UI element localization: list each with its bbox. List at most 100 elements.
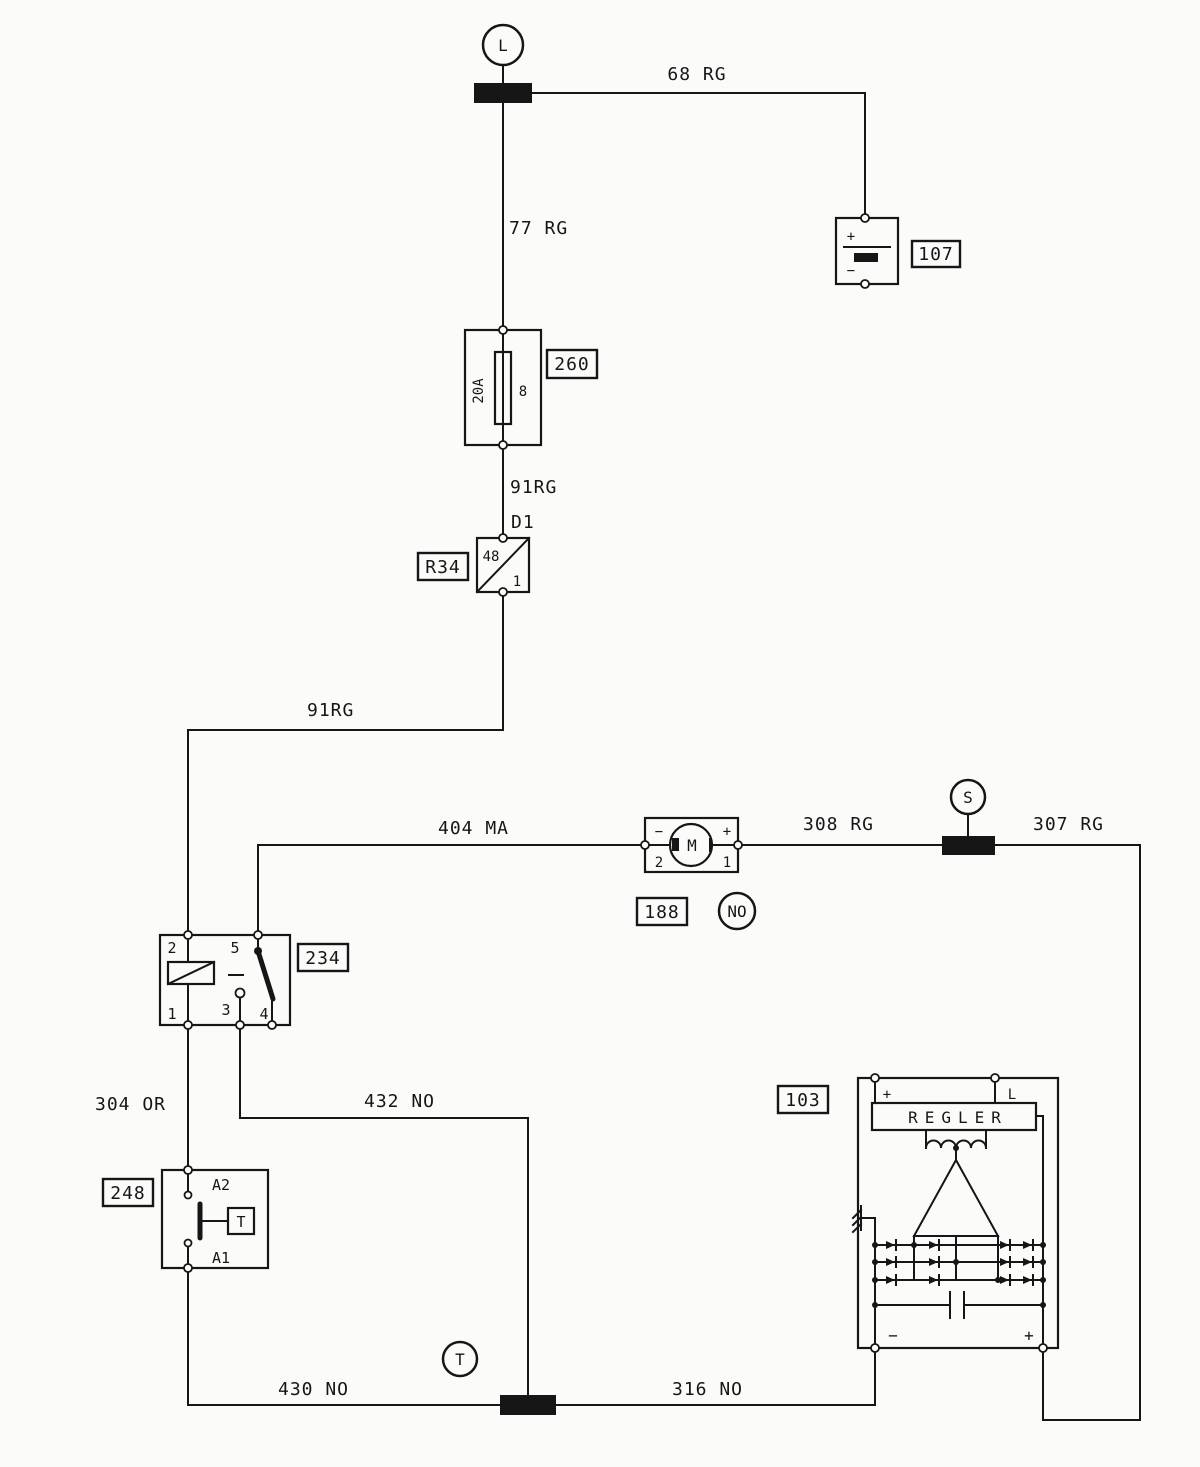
alt-bot-minus-label: − [888,1326,898,1345]
node-l-label: L [498,36,508,55]
label-d1: D1 [511,512,535,533]
label-91rg-lower: 91RG [307,700,354,721]
battery-terminal-top [860,213,870,223]
alt-terminal-top-right [990,1073,1000,1083]
label-307rg: 307 RG [1033,814,1104,835]
r34-terminal-bottom [498,587,508,597]
label-77rg: 77 RG [509,218,568,239]
component-relay-234: 2 5 1 3 4 234 [158,930,350,1030]
connector-pad-l [474,83,532,103]
r34-terminal-top [498,533,508,543]
node-no: NO [717,891,757,931]
alt-top-plus-label: + [883,1087,891,1103]
relay-terminal-1 [183,1020,193,1030]
relay-contact-blade [255,948,276,1002]
wire-432no [239,1028,529,1396]
ref-r34-box [416,551,470,582]
relay-terminal-4 [267,1020,277,1030]
alt-terminal-bottom-right [1038,1343,1048,1353]
node-s-circle [949,778,987,816]
wire-430no [187,1271,501,1406]
connector-pad-s [942,836,995,855]
component-motor-188: M − + 2 1 188 [635,816,743,927]
relay-terminal-3 [235,1020,245,1030]
node-t-label: T [455,1350,465,1369]
battery-minus-label: − [847,263,855,279]
relay-outline [158,933,292,1027]
connector-s: S [942,778,995,855]
label-308rg: 308 RG [803,814,874,835]
battery-plus-label: + [847,229,855,245]
node-t-circle [441,1340,479,1378]
alt-regulator-label: REGLER [908,1108,1008,1127]
ref-r34-label: R34 [425,557,461,578]
component-battery-107: + − 107 [834,213,962,289]
motor-pin2-label: 2 [655,855,663,871]
r34-bottom-label: 1 [513,574,521,590]
label-430no: 430 NO [278,1379,349,1400]
relay-contact-point [234,987,246,999]
alt-phase-drops [913,1235,999,1281]
ref-103-label: 103 [785,1090,821,1111]
ref-248-box [101,1177,155,1208]
battery-terminal-bottom [860,279,870,289]
r34-top-label: 48 [483,549,500,565]
fuse-terminal-top [498,325,508,335]
battery-plate-short [854,253,878,262]
motor-pin1-label: 1 [723,855,731,871]
motor-terminal-right [733,840,743,850]
motor-m-label: M [687,836,697,855]
timer-a1-label: A1 [212,1249,230,1267]
fuse-terminal-bottom [498,440,508,450]
relay-pin3-label: 3 [221,1001,230,1019]
timer-terminal-bottom [183,1263,193,1273]
label-404ma: 404 MA [438,818,509,839]
ref-234-label: 234 [305,948,341,969]
connector-t: T [441,1340,556,1415]
ref-107-label: 107 [918,244,954,265]
alt-junction-dots [872,1145,1046,1308]
timer-a2-label: A2 [212,1176,230,1194]
alt-diode-array [886,1241,1032,1284]
alt-top-l-label: L [1008,1087,1016,1103]
relay-pin2-label: 2 [167,939,176,957]
wire-68rg [531,92,866,215]
wire-404ma [257,844,646,936]
motor-terminal-left [640,840,650,850]
relay-pin5-label: 5 [230,939,239,957]
relay-terminal-2 [183,930,193,940]
label-304or: 304 OR [95,1094,166,1115]
relay-terminal-5 [253,930,263,940]
component-fuse-260: 20A 8 260 [463,325,599,450]
timer-terminal-top [183,1165,193,1175]
label-432no: 432 NO [364,1091,435,1112]
wire-307rg [994,844,1141,1421]
relay-coil-diagonal [166,960,216,986]
ref-188-label: 188 [644,902,680,923]
motor-brush [672,838,679,851]
alt-capacitor [874,1291,1044,1319]
fuse-index-label: 8 [519,384,527,400]
relay-coil [166,960,216,986]
ref-260-box [545,348,599,380]
relay-pin1-label: 1 [167,1005,176,1023]
wire-labels: 68 RG 77 RG 91RG D1 91RG 404 MA 308 RG 3… [95,64,1104,1400]
connector-pad-t [500,1395,556,1415]
label-68rg: 68 RG [667,64,726,85]
alt-diode-rows [874,1244,1044,1281]
ref-234-box [296,942,350,973]
timer-t-label: T [236,1213,245,1231]
ref-260-label: 260 [554,354,590,375]
node-no-label: NO [727,902,746,921]
wire-nets [187,64,1141,1421]
component-r34: 48 1 R34 [416,533,531,597]
motor-circle [668,822,714,868]
alt-diode-bars [895,1239,1034,1286]
r34-diagonal [475,536,531,594]
ref-248-label: 248 [110,1183,146,1204]
label-316no: 316 NO [672,1379,743,1400]
connector-l: L [474,23,532,103]
battery-outline [834,216,900,286]
alt-terminal-top-left [870,1073,880,1083]
